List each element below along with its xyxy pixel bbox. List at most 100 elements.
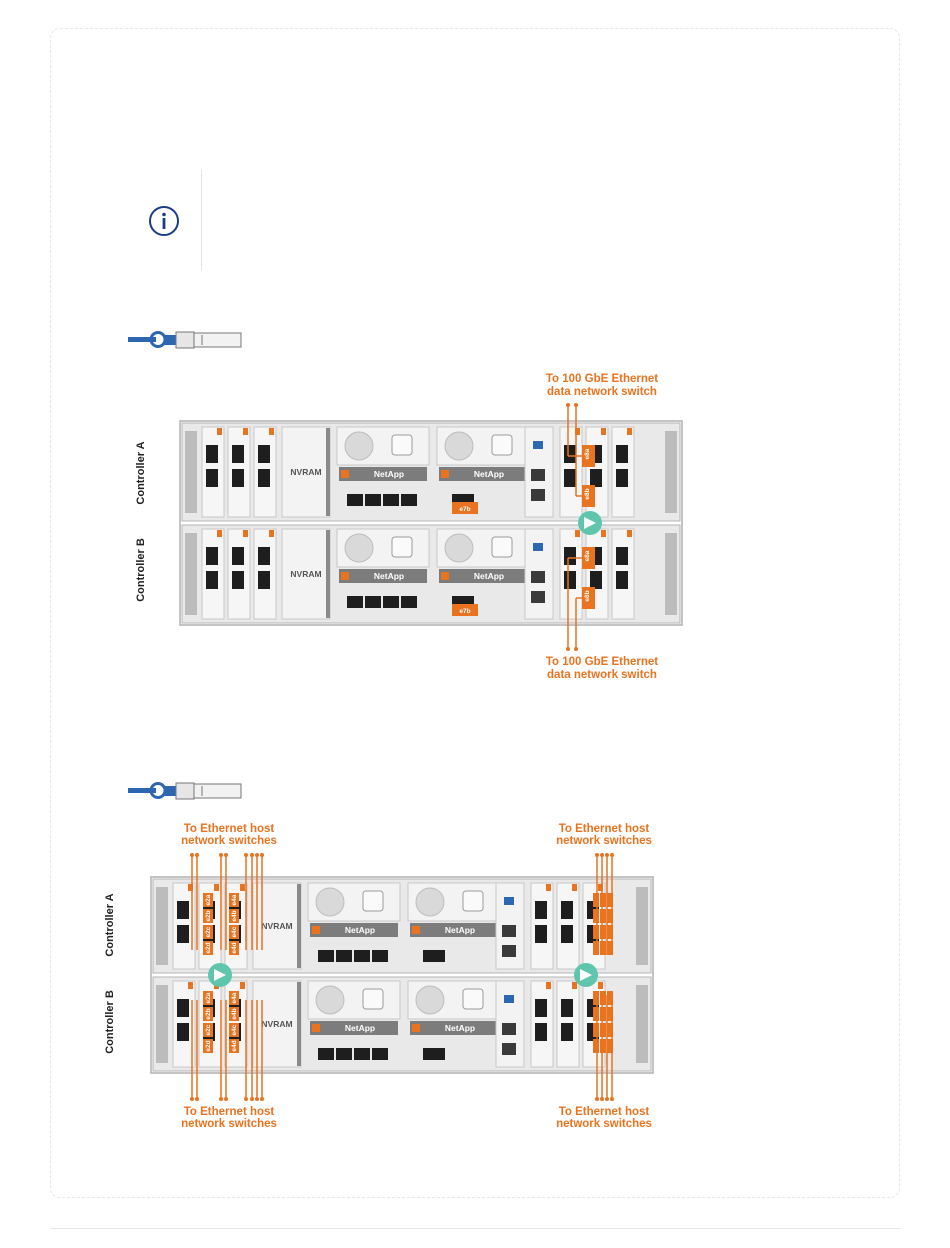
- chassis-enclosure: [179, 420, 683, 626]
- slot-latch: [601, 428, 606, 435]
- ethernet-port: [347, 596, 363, 608]
- power-inlet: [462, 890, 484, 912]
- port-label-e4b: e4b: [231, 910, 238, 921]
- cable-end: [190, 1097, 194, 1101]
- port-label-badge: [229, 1023, 239, 1037]
- qsfp-port: [232, 445, 244, 463]
- brand-bar: [439, 467, 527, 481]
- sfp-cable-icon: [128, 331, 242, 349]
- power-inlet: [362, 890, 384, 912]
- port-label-badge: [229, 1039, 239, 1053]
- qsfp-port: [206, 469, 218, 487]
- qsfp-port: [616, 547, 628, 565]
- bottom-callout-line1: To 100 GbE Ethernet: [546, 656, 658, 668]
- fan: [444, 533, 474, 563]
- brand-badge: [312, 926, 320, 934]
- port-label-e8a: e8a: [584, 550, 591, 561]
- qsfp-port: [564, 571, 576, 589]
- ethernet-port: [365, 494, 381, 506]
- qsfp-port: [258, 469, 270, 487]
- port-label-badge: [607, 991, 613, 1005]
- qsfp-port: [561, 901, 573, 919]
- brand-badge: [441, 572, 449, 580]
- qsfp-port: [590, 469, 602, 487]
- slot-latch: [572, 982, 577, 989]
- usb-port: [504, 995, 514, 1003]
- controller-b-label: Controller B: [104, 990, 116, 1054]
- rj45-port: [531, 571, 545, 583]
- ethernet-port: [336, 950, 352, 962]
- fan: [315, 985, 345, 1015]
- slot-latch: [188, 884, 193, 891]
- footer-divider: [50, 1228, 900, 1229]
- cable-end: [260, 853, 264, 857]
- netapp-logo-text: NetApp: [345, 1023, 375, 1033]
- slot-latch: [575, 428, 580, 435]
- qsfp-port: [232, 469, 244, 487]
- right-handle: [665, 533, 677, 615]
- port-label-badge: [229, 893, 239, 907]
- cable-end: [600, 853, 604, 857]
- rj45-port: [531, 591, 545, 603]
- cable-end: [610, 1097, 614, 1101]
- netapp-logo-text: NetApp: [374, 571, 404, 581]
- cable-end: [190, 853, 194, 857]
- ethernet-port: [401, 494, 417, 506]
- port-label-badge: [593, 893, 599, 907]
- port-label-badge: [593, 909, 599, 923]
- port-label-badge: [229, 1007, 239, 1021]
- usb-port: [533, 543, 543, 551]
- ethernet-port: [354, 1048, 370, 1060]
- cable-end: [224, 1097, 228, 1101]
- brand-bar: [410, 1021, 498, 1035]
- ethernet-port: [423, 950, 445, 962]
- port-label-e4a: e4a: [231, 894, 238, 905]
- cable-end: [260, 1097, 264, 1101]
- qsfp-port: [616, 445, 628, 463]
- port-label-e8b: e8b: [584, 590, 591, 601]
- slot-latch: [217, 428, 222, 435]
- ethernet-port: [365, 596, 381, 608]
- ethernet-port: [318, 1048, 334, 1060]
- port-label-badge: [607, 893, 613, 907]
- brand-bar: [439, 569, 527, 583]
- port-label-e2a: e2a: [205, 894, 212, 905]
- left-handle: [156, 887, 168, 965]
- qsfp-port: [535, 901, 547, 919]
- nvram-handle: [326, 530, 330, 618]
- qsfp-port: [564, 445, 576, 463]
- cable-end: [255, 1097, 259, 1101]
- callout-top-left-line2: network switches: [181, 835, 277, 847]
- port-label-badge: [607, 1039, 613, 1053]
- port-label-badge: [203, 909, 213, 923]
- port-label-badge: [600, 893, 606, 907]
- note-divider: [201, 170, 202, 270]
- qsfp-port: [177, 901, 189, 919]
- slot-latch: [188, 982, 193, 989]
- cable-end: [219, 1097, 223, 1101]
- port-label-e2d: e2d: [205, 942, 212, 953]
- port-label-badge: [229, 941, 239, 955]
- qsfp-port: [535, 999, 547, 1017]
- nvram-module: [281, 426, 331, 518]
- port-label-badge: [593, 1023, 599, 1037]
- slot-latch: [240, 884, 245, 891]
- rj45-port: [502, 1023, 516, 1035]
- port-label-badge: [203, 1023, 213, 1037]
- port-label-e4d: e4d: [231, 1040, 238, 1051]
- qsfp-port: [561, 999, 573, 1017]
- cable-end: [610, 853, 614, 857]
- port-label-badge: [607, 1023, 613, 1037]
- info-icon: [149, 206, 179, 236]
- ethernet-port: [336, 1048, 352, 1060]
- left-handle: [185, 431, 197, 513]
- port-label-e2c: e2c: [205, 926, 212, 937]
- qsfp-port: [258, 445, 270, 463]
- port-label-badge: [600, 1039, 606, 1053]
- port-label-badge: [203, 1007, 213, 1021]
- cable-end: [600, 1097, 604, 1101]
- top-callout-line1: To 100 GbE Ethernet: [546, 373, 658, 385]
